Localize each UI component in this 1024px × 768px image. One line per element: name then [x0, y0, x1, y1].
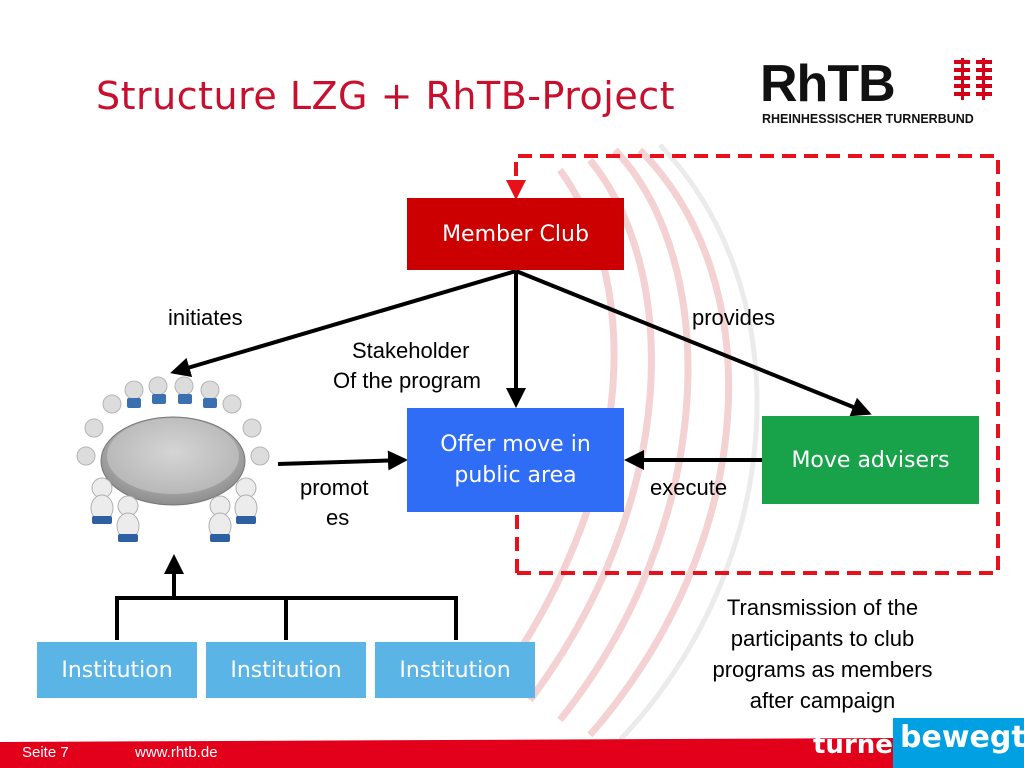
- offer-line-1: Offer move in: [440, 432, 591, 457]
- logo-wordmark: RhTB: [760, 55, 896, 113]
- label-promotes-2: es: [326, 505, 350, 530]
- label-stakeholder-2: Of the program: [333, 368, 481, 393]
- member-club-label: Member Club: [442, 221, 589, 247]
- institution-box-1: Institution: [37, 642, 197, 698]
- transmission-line-3: programs as members: [712, 657, 933, 682]
- institution-label: Institution: [399, 657, 511, 683]
- transmission-line-2: participants to club: [730, 626, 915, 651]
- arrow-promotes: [277, 450, 408, 471]
- round-table-meeting-icon: [76, 376, 270, 542]
- member-club-box: Member Club: [407, 198, 624, 270]
- institution-box-2: Institution: [206, 642, 366, 698]
- slide-title: Structure LZG + RhTB-Project: [96, 74, 675, 118]
- label-provides: provides: [692, 305, 776, 330]
- institution-box-3: Institution: [375, 642, 535, 698]
- label-promotes-1: promot: [300, 475, 369, 500]
- institution-label: Institution: [61, 657, 173, 683]
- label-execute: execute: [650, 475, 728, 500]
- label-stakeholder-1: Stakeholder: [352, 338, 470, 363]
- offer-move-box: Offer move in public area: [407, 408, 624, 512]
- move-advisers-box: Move advisers: [762, 416, 979, 504]
- page-number: Seite 7: [22, 744, 69, 761]
- arrow-initiates: [170, 269, 517, 378]
- institution-label: Institution: [230, 657, 342, 683]
- footer-bar: [0, 738, 893, 768]
- footer-url[interactable]: www.rhtb.de: [135, 744, 218, 761]
- offer-line-2: public area: [454, 463, 577, 488]
- institutions-bracket: [115, 596, 458, 640]
- logo-subtitle: RHEINHESSISCHER TURNERBUND: [762, 112, 974, 126]
- transmission-line-1: Transmission of the: [726, 595, 919, 620]
- offer-move-label: Offer move in public area: [421, 429, 611, 491]
- brand-bewegt-background: [893, 718, 1024, 768]
- rhtb-logo: RhTB RHEINHESSISCHER TURNERBUND: [760, 58, 1000, 130]
- label-initiates: initiates: [168, 305, 243, 330]
- dashed-return-loop: [516, 154, 1000, 575]
- arrow-provides: [515, 269, 872, 417]
- logo-emblem-icon: [954, 58, 992, 100]
- transmission-line-4: after campaign: [749, 688, 896, 713]
- brand-bewegt: bewegt: [900, 720, 1024, 755]
- move-advisers-label: Move advisers: [791, 447, 950, 473]
